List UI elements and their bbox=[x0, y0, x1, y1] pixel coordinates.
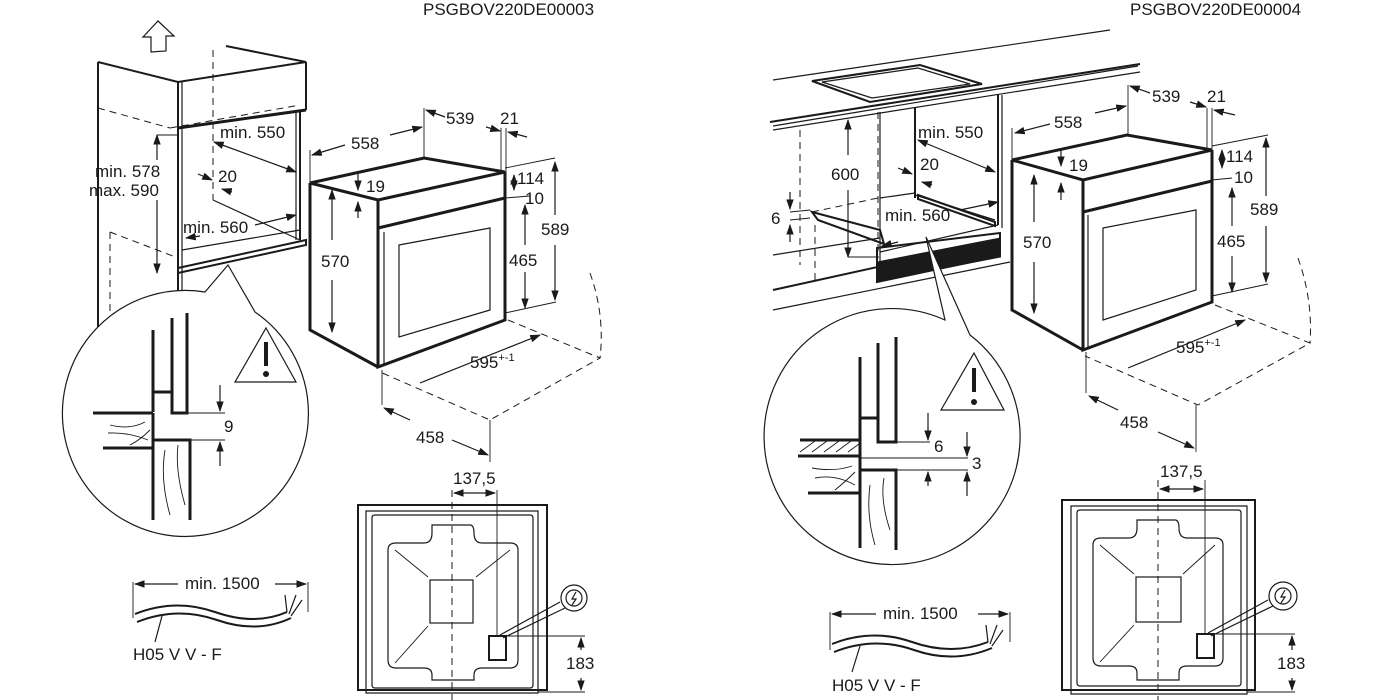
oven-panel-gap: 10 bbox=[1234, 168, 1253, 187]
electric-socket-icon bbox=[565, 589, 583, 607]
detail-circle bbox=[763, 236, 1021, 566]
cabinet-depth-min: min. 550 bbox=[918, 123, 984, 142]
up-arrow-icon bbox=[141, 20, 176, 53]
oven-door-depth: 21 bbox=[500, 109, 519, 128]
oven-depth: 539 bbox=[446, 109, 475, 128]
left-diagram bbox=[61, 20, 602, 700]
detail-gap-top: 6 bbox=[934, 437, 944, 456]
oven-top-offset: 19 bbox=[1069, 156, 1088, 175]
rear-offset: 137,5 bbox=[1160, 462, 1203, 481]
socket-height: 183 bbox=[1277, 654, 1306, 673]
warning-icon bbox=[939, 351, 1005, 411]
oven-width: 558 bbox=[351, 134, 380, 153]
rear-view bbox=[357, 489, 588, 700]
detail-gap-bottom: 3 bbox=[972, 454, 982, 473]
front-width-value: 595 bbox=[470, 353, 499, 372]
oven-door-depth: 21 bbox=[1207, 87, 1226, 106]
front-width-value: 595 bbox=[1176, 338, 1205, 357]
drawing-code: PSGBOV220DE00003 bbox=[423, 0, 595, 19]
cabinet-gap: 20 bbox=[920, 155, 939, 174]
worktop bbox=[769, 29, 1141, 311]
front-width-tolerance: +-1 bbox=[498, 352, 515, 364]
electric-socket-icon bbox=[1274, 587, 1292, 605]
oven-top-offset: 19 bbox=[366, 177, 385, 196]
cable-type: H05 V V - F bbox=[133, 645, 222, 664]
oven-front-width: 595+-1 bbox=[1176, 337, 1221, 357]
oven-panel-gap: 10 bbox=[525, 189, 544, 208]
cabinet-width-min: min. 560 bbox=[183, 218, 249, 237]
oven-depth: 539 bbox=[1152, 87, 1181, 106]
power-cable bbox=[132, 580, 309, 643]
cable-length: min. 1500 bbox=[883, 604, 958, 623]
rear-offset: 137,5 bbox=[453, 469, 496, 488]
oven-body-height: 570 bbox=[1023, 233, 1052, 252]
oven-body bbox=[308, 156, 507, 370]
oven-total-height: 589 bbox=[1250, 200, 1279, 219]
cable-type: H05 V V - F bbox=[832, 676, 921, 695]
cabinet-depth-min: min. 550 bbox=[220, 123, 286, 142]
cabinet-gap: 20 bbox=[218, 167, 237, 186]
right-diagram bbox=[763, 29, 1312, 700]
power-cable bbox=[829, 610, 1011, 673]
cabinet-height-min: min. 578 bbox=[95, 162, 161, 181]
oven-front-width: 595+-1 bbox=[470, 352, 515, 372]
socket-height: 183 bbox=[566, 654, 595, 673]
oven-body-height: 570 bbox=[321, 252, 350, 271]
worktop-height: 600 bbox=[831, 165, 860, 184]
cable-length: min. 1500 bbox=[185, 574, 260, 593]
detail-circle bbox=[61, 263, 310, 538]
oven-width: 558 bbox=[1054, 113, 1083, 132]
cabinet-width-min: min. 560 bbox=[885, 206, 951, 225]
cabinet-height-max: max. 590 bbox=[89, 181, 159, 200]
detail-gap: 9 bbox=[224, 417, 234, 436]
front-width-tolerance: +-1 bbox=[1204, 337, 1221, 349]
door-open-depth: 458 bbox=[416, 428, 445, 447]
oven-total-height: 589 bbox=[541, 220, 570, 239]
drawing-code: PSGBOV220DE00004 bbox=[1130, 0, 1302, 19]
oven-panel-height: 114 bbox=[517, 169, 545, 188]
warning-icon bbox=[233, 326, 298, 383]
support-gap: 6 bbox=[771, 209, 781, 228]
rear-view bbox=[1061, 480, 1298, 700]
oven-inner-height: 465 bbox=[1217, 232, 1246, 251]
oven-inner-height: 465 bbox=[509, 251, 538, 270]
door-open-depth: 458 bbox=[1120, 413, 1149, 432]
oven-panel-height: 114 bbox=[1226, 147, 1254, 166]
